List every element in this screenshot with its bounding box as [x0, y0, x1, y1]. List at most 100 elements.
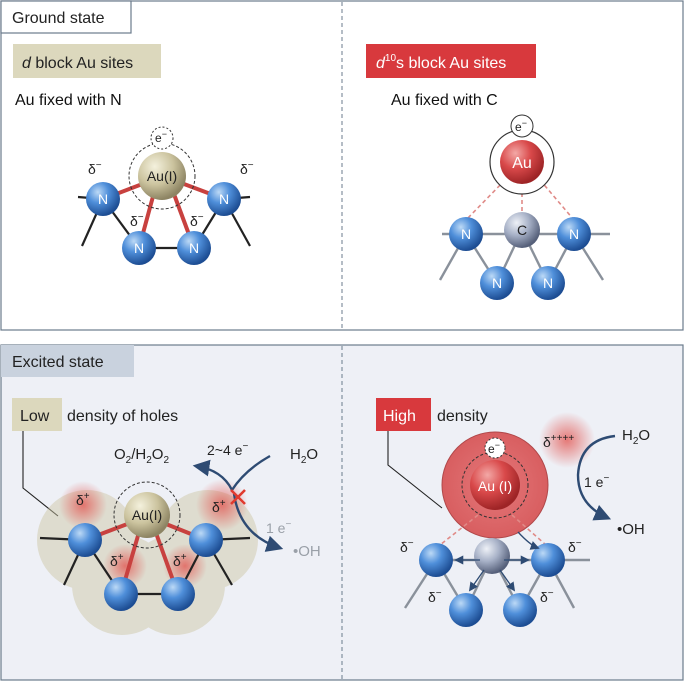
partial-charges: δ+ δ+ δ+ δ+	[76, 491, 226, 569]
excited-title: Excited state	[12, 354, 104, 371]
svg-text:e−: e−	[488, 440, 500, 456]
n-atom	[122, 231, 156, 265]
c-atom	[474, 538, 510, 574]
svg-text:δ+: δ+	[212, 498, 226, 515]
excited-state-panel: Excited state Low density of holes	[0, 344, 684, 681]
hole-glow	[196, 479, 248, 531]
arrow-to-oh	[576, 434, 616, 521]
nitrogen-atoms: N N N N	[86, 182, 241, 265]
au-atom	[138, 152, 186, 200]
au-atom-label: Au	[512, 155, 532, 172]
n-atom-label: N	[492, 275, 502, 291]
high-density-section: High density Au (I) e−	[376, 398, 650, 627]
low-tag	[12, 398, 62, 431]
n-atom	[480, 266, 514, 300]
high-tag-description: density	[437, 408, 488, 425]
n-atom	[449, 593, 483, 627]
n-atom-label: N	[134, 240, 144, 256]
n-atom	[207, 182, 241, 216]
n-atom	[531, 543, 565, 577]
nitrogen-atoms	[419, 543, 565, 627]
c-atom	[504, 212, 540, 248]
svg-text:δ−: δ−	[190, 212, 204, 229]
svg-text:e−: e−	[515, 118, 527, 134]
low-tag-text: Low	[20, 408, 50, 425]
n-atom	[503, 593, 537, 627]
d10s-block-tag	[366, 44, 536, 78]
water-label: H2O	[622, 427, 650, 447]
ground-title: Ground state	[12, 10, 105, 27]
svg-text:δ−: δ−	[540, 588, 554, 605]
n-atom-label: N	[189, 240, 199, 256]
water-label: H2O	[290, 446, 318, 466]
d-block-tag-text: d block Au sites	[22, 55, 133, 72]
blocked-cross-icon	[230, 489, 246, 505]
svg-text:δ++++: δ++++	[543, 433, 574, 450]
ground-state-panel: Ground state d block Au sites Au fixed w…	[0, 0, 684, 331]
svg-text:e−: e−	[155, 129, 167, 145]
hole-glow	[59, 481, 107, 529]
n-atom	[557, 217, 591, 251]
d-block-tag	[13, 44, 161, 78]
electron-icon	[484, 437, 506, 459]
n-atom	[86, 182, 120, 216]
svg-text:δ−: δ−	[400, 538, 414, 555]
electron-icon	[150, 126, 174, 150]
electron-icon	[510, 114, 534, 138]
svg-text:δ−: δ−	[130, 212, 144, 229]
au-atom-label: Au (I)	[478, 478, 512, 494]
c-atom-label: C	[517, 222, 527, 238]
product-o2-h2o2: O2/H2O2	[114, 446, 169, 466]
excited-title-tab	[1, 345, 134, 377]
hole-glow	[539, 412, 595, 468]
n-atom-label: N	[543, 275, 553, 291]
n-atom-label: N	[98, 191, 108, 207]
svg-text:δ+: δ+	[76, 491, 90, 508]
d10s-block-section: d10s block Au sites Au fixed with C Au e…	[366, 44, 610, 300]
au-atom-label: Au(I)	[132, 507, 162, 523]
high-tag	[376, 398, 431, 431]
low-density-section: Low density of holes	[12, 398, 321, 635]
n-atom	[161, 577, 195, 611]
multi-electron-label: 2~4 e−	[207, 441, 248, 458]
electron-flow-arrows	[454, 531, 540, 592]
svg-text:δ−: δ−	[568, 538, 582, 555]
d-block-section: d block Au sites Au fixed with N	[13, 44, 254, 265]
partial-charges: δ− δ− δ− δ−	[88, 160, 254, 229]
nitrogen-atoms	[68, 523, 223, 611]
n-atom	[419, 543, 453, 577]
oh-radical-label: •OH	[617, 521, 645, 538]
au-atom	[124, 492, 170, 538]
arrow-to-products	[192, 459, 234, 491]
svg-text:δ+: δ+	[173, 552, 187, 569]
n-atom-label: N	[569, 226, 579, 242]
au-atom	[470, 460, 520, 510]
n-atom	[189, 523, 223, 557]
au-atom	[500, 140, 544, 184]
svg-text:δ+: δ+	[110, 552, 124, 569]
n-atom	[177, 231, 211, 265]
n-atom	[104, 577, 138, 611]
svg-text:δ−: δ−	[240, 160, 254, 177]
n-atom	[449, 217, 483, 251]
n-atom	[68, 523, 102, 557]
hole-glow	[163, 544, 207, 588]
n-atom	[531, 266, 565, 300]
svg-text:δ−: δ−	[88, 160, 102, 177]
arrow-curve	[230, 454, 271, 491]
one-electron-label: 1 e−	[266, 519, 291, 536]
ground-title-tab	[0, 0, 132, 34]
d10s-block-tag-text: d10s block Au sites	[376, 53, 506, 72]
svg-text:δ−: δ−	[428, 588, 442, 605]
n-atom-label: N	[461, 226, 471, 242]
d-block-subtitle: Au fixed with N	[15, 92, 122, 109]
d10s-block-subtitle: Au fixed with C	[391, 92, 498, 109]
n-atom-label: N	[219, 191, 229, 207]
oh-radical-label: •OH	[293, 543, 321, 560]
nitrogen-atoms: N N N N	[449, 217, 591, 300]
partial-charges: δ− δ− δ− δ− δ++++	[400, 433, 582, 605]
high-tag-text: High	[383, 408, 416, 425]
one-electron-label: 1 e−	[584, 473, 609, 490]
au-atom-label: Au(I)	[147, 168, 177, 184]
